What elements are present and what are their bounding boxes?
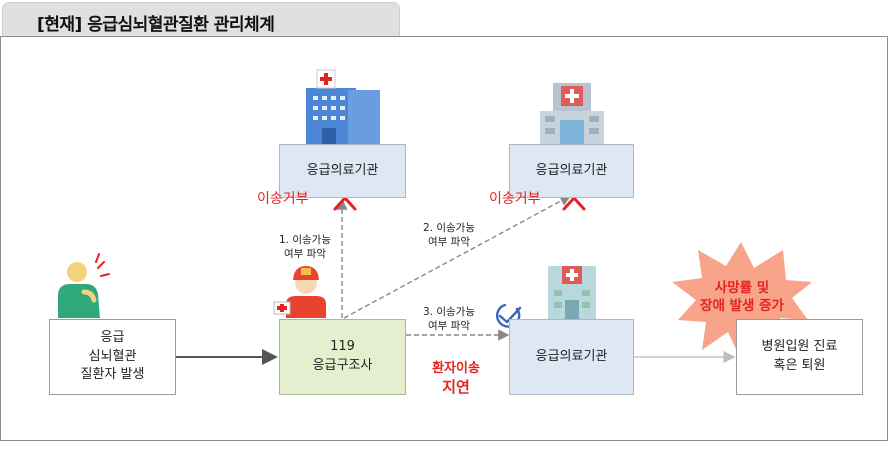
title-tab: [현재] 응급심뇌혈관질환 관리체계 xyxy=(2,2,400,36)
refusal-label-2: 이송거부 xyxy=(489,191,541,207)
patient-box: 응급 심뇌혈관 질환자 발생 xyxy=(49,319,176,395)
step-1-label: 1. 이송가능 여부 파악 xyxy=(279,234,331,261)
patient-chest-pain-icon xyxy=(58,253,110,318)
burst-label: 사망률 및 장애 발생 증가 xyxy=(700,280,784,315)
hospital-box-2: 응급의료기관 xyxy=(509,144,634,198)
checkmark-icon xyxy=(495,303,522,328)
ems-box: 119 응급구조사 xyxy=(279,319,406,395)
outcome-label-line2: 혹은 퇴원 xyxy=(773,358,826,373)
hospital-building-icon xyxy=(540,83,604,145)
hospital-building-icon xyxy=(306,69,380,144)
page-title: [현재] 응급심뇌혈관질환 관리체계 xyxy=(37,15,275,35)
patient-label-line2: 심뇌혈관 xyxy=(88,348,137,364)
paramedic-icon xyxy=(273,266,326,318)
arrow-ems-to-hospital2 xyxy=(343,195,572,319)
patient-label-line1: 응급 xyxy=(100,329,125,345)
patient-label-line3: 질환자 발생 xyxy=(80,367,145,383)
delay-label: 환자이송 지연 xyxy=(432,361,480,396)
hospital-building-icon xyxy=(548,266,596,320)
hospital-box-1: 응급의료기관 xyxy=(279,144,406,198)
refusal-label-1: 이송거부 xyxy=(257,191,309,207)
step-2-label: 2. 이송가능 여부 파악 xyxy=(423,222,475,249)
hospital-label: 응급의료기관 xyxy=(535,162,608,178)
hospital-label: 응급의료기관 xyxy=(535,348,608,364)
hospital-box-3: 응급의료기관 xyxy=(509,319,634,395)
outcome-label-line1: 병원입원 진료 xyxy=(761,339,838,355)
step-3-label: 3. 이송가능 여부 파악 xyxy=(423,306,475,333)
ems-label-line2: 응급구조사 xyxy=(312,358,373,373)
hospital-label: 응급의료기관 xyxy=(306,162,379,178)
outcome-box: 병원입원 진료 혹은 퇴원 xyxy=(736,319,863,395)
ems-label-line1: 119 xyxy=(330,339,355,355)
